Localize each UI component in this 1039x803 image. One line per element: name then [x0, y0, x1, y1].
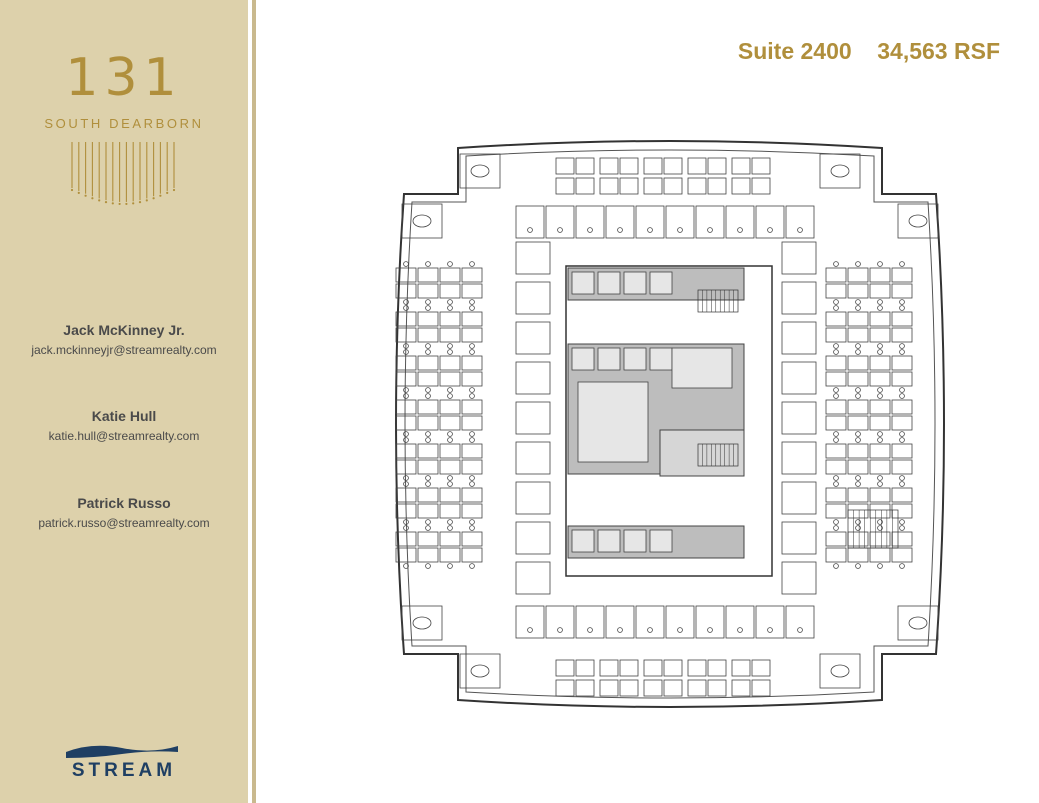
- contact-email-link[interactable]: katie.hull@streamrealty.com: [48, 429, 200, 443]
- sidebar: 131 SOUTH DEARBORN Jack McKinney Jr. jac…: [0, 0, 248, 803]
- building-number-logo: 131: [65, 48, 183, 108]
- contact-email-link[interactable]: patrick.russo@streamrealty.com: [38, 516, 210, 530]
- stream-wave-icon: [66, 745, 178, 758]
- floor-plan: [395, 140, 945, 708]
- sidebar-divider: [252, 0, 256, 803]
- contact-2: Katie Hull katie.hull@streamrealty.com: [0, 408, 248, 443]
- contact-3: Patrick Russo patrick.russo@streamrealty…: [0, 495, 248, 530]
- sidebar-gap: [248, 0, 252, 803]
- fringe-logo-icon: [70, 142, 176, 206]
- stream-logo-text: STREAM: [71, 760, 177, 781]
- contact-name: Jack McKinney Jr.: [63, 322, 185, 338]
- building-street-name: SOUTH DEARBORN: [44, 116, 204, 131]
- suite-title: Suite 2400 34,563 RSF: [620, 38, 1000, 65]
- contact-name: Patrick Russo: [77, 495, 171, 511]
- contact-email-link[interactable]: jack.mckinneyjr@streamrealty.com: [31, 343, 217, 357]
- contact-name: Katie Hull: [91, 408, 157, 424]
- contact-1: Jack McKinney Jr. jack.mckinneyjr@stream…: [0, 322, 248, 357]
- suite-number: Suite 2400: [737, 38, 852, 64]
- suite-area: 34,563 RSF: [877, 38, 1000, 64]
